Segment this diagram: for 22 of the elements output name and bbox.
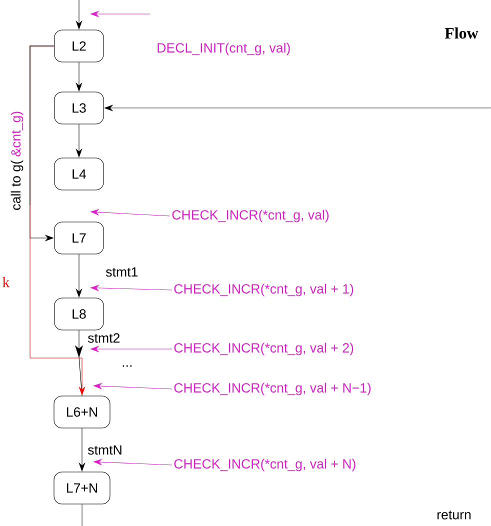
- process-box: L7+N: [54, 472, 110, 504]
- annotation: DECL_INIT(cnt_g, val): [158, 42, 290, 56]
- edge-label: stmt2: [88, 333, 120, 343]
- edge-label: stmtN: [88, 445, 122, 455]
- annotation: k: [2, 276, 10, 288]
- process-box: L7: [54, 222, 104, 254]
- check-label: CHECK_INCR(*cnt_g, val + N−1): [174, 382, 371, 396]
- call-argument: &cnt_g): [9, 110, 25, 158]
- process-box: L6+N: [54, 396, 110, 428]
- ellipsis: ...: [122, 365, 132, 367]
- process-box: L2: [54, 30, 104, 62]
- check-label: CHECK_INCR(*cnt_g, val): [172, 210, 329, 222]
- process-box: L4: [54, 158, 104, 190]
- process-box: L8: [54, 298, 104, 330]
- check-label: CHECK_INCR(*cnt_g, val + N): [174, 458, 356, 472]
- check-label: CHECK_INCR(*cnt_g, val + 2): [174, 342, 354, 356]
- title: Flow: [444, 27, 478, 39]
- process-box: L3: [54, 92, 104, 124]
- check-label: CHECK_INCR(*cnt_g, val + 1): [174, 284, 354, 296]
- edge-label: call to g(: [9, 158, 25, 212]
- annotation: return: [437, 510, 471, 520]
- edge-label: stmt1: [106, 267, 138, 277]
